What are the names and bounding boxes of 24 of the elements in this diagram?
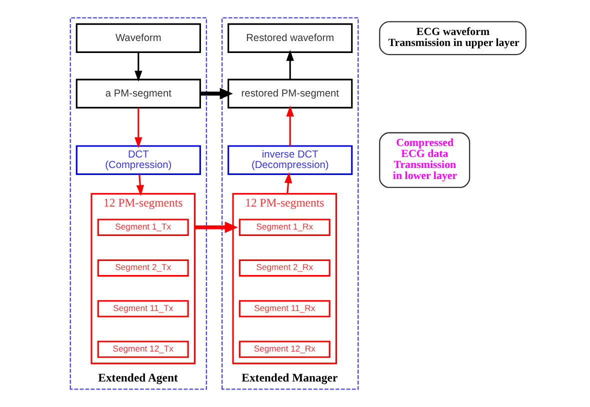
arrow [134, 108, 142, 148]
node-box: DCT (Compression) [76, 145, 201, 175]
arrow [286, 50, 294, 80]
node-box: Segment 12_Tx [97, 340, 189, 358]
node-box: a PM-segment [76, 78, 201, 108]
arrow [134, 52, 142, 82]
arrow [136, 174, 144, 196]
arrow [286, 106, 294, 146]
node-box: Segment 1_Rx [238, 218, 330, 236]
node-box: Segment 2_Rx [238, 259, 330, 277]
node-box: Restored waveform [228, 23, 353, 53]
node-box: inverse DCT (Decompression) [228, 145, 353, 175]
node-box: Segment 2_Tx [97, 259, 189, 277]
node-box: Segment 11_Tx [97, 300, 189, 318]
node-box: Waveform [76, 23, 201, 53]
node-box: Segment 12_Rx [238, 340, 330, 358]
arrow [284, 172, 292, 194]
node-box: ECG waveform Transmission in upper layer [379, 21, 526, 56]
node-box: Segment 1_Tx [97, 218, 189, 236]
node-box: restored PM-segment [228, 78, 353, 108]
node-box: Compressed ECG data Transmission in lower layer [379, 132, 470, 188]
node-box: Segment 11_Rx [238, 300, 330, 318]
arrow [194, 222, 238, 234]
arrow [200, 88, 233, 100]
